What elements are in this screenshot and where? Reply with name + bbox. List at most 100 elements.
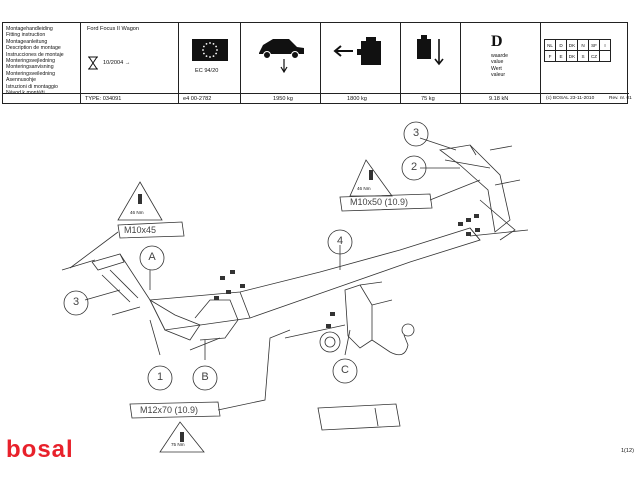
nut [220, 276, 225, 280]
nut [474, 214, 479, 218]
country-code: N [577, 39, 589, 51]
d-value: 9.18 kN [489, 96, 509, 102]
nut [458, 222, 463, 226]
instruction-line: Description de montage [6, 45, 61, 52]
car-icon [259, 39, 304, 74]
eu-star [209, 42, 211, 44]
type-number: TYPE: 034091 [85, 96, 122, 102]
tow-mass-cell: 1800 kg [321, 23, 401, 103]
wrench-icon-1 [138, 194, 142, 204]
bolt-label-2: M10x50 (10.9) [350, 197, 409, 207]
nut [226, 290, 231, 294]
bosal-logo: bosal [6, 436, 74, 463]
approval-cell: EC 94/20 e4 00-2782 [179, 23, 241, 103]
country-code: DK [566, 39, 578, 51]
instruction-line: Asennusohje [6, 77, 36, 84]
instruction-line: Instrucciones de montaje [6, 51, 64, 58]
d-term: value [491, 59, 504, 66]
nut [214, 296, 219, 300]
d-term: waarde [491, 53, 509, 59]
country-code: E [555, 50, 567, 62]
country-code: F [544, 50, 556, 62]
torque-label-3: 75 Nm [171, 442, 185, 447]
eu-star [212, 55, 215, 57]
vehicle-cell: Ford Focus II Wagon 10/2004 → TYPE: 0340… [81, 23, 179, 103]
country-code: I [599, 39, 611, 51]
eu-star [205, 43, 208, 45]
instruction-line: Monteringsveiledning [6, 70, 56, 77]
country-code: S [577, 50, 589, 62]
towed-weight-icon [333, 37, 381, 65]
eu-star [215, 45, 217, 48]
callout-label: 1 [156, 371, 164, 383]
tow-ball-neck [371, 334, 409, 356]
instruction-line: Montageanleitung [6, 38, 48, 45]
ball-mount [344, 284, 373, 349]
eu-flag-icon [192, 39, 228, 61]
nut [466, 232, 471, 236]
max-mass-value: 1950 kg [273, 96, 293, 102]
instruction-line: Monteringsvejledning [6, 58, 56, 65]
instruction-line: Montagehandleiding [6, 26, 53, 32]
callout-label: A [148, 251, 156, 263]
country-code: SF [588, 39, 600, 51]
callout-label: B [201, 371, 209, 383]
crossbar-tube [149, 227, 481, 331]
page-number: 1(12) [620, 448, 634, 454]
country-code: D [555, 39, 567, 51]
wrench-icon-3 [180, 432, 184, 442]
d-term: Wert [491, 65, 502, 72]
socket-plate [319, 331, 341, 353]
approval-label: EC 94/20 [195, 68, 219, 74]
eu-star [203, 52, 205, 55]
nut [326, 324, 331, 328]
country-code: NL [544, 39, 556, 51]
tow-mass-value: 1800 kg [347, 96, 367, 102]
callout-label: 3 [412, 127, 420, 139]
bolt-label-1: M10x45 [124, 225, 157, 235]
instruction-line: Istruzioni di montaggio [6, 83, 58, 90]
instruction-line: Fitting instruction [6, 32, 46, 39]
eu-star [215, 52, 217, 55]
nut [475, 228, 480, 232]
nut [240, 284, 245, 288]
arrow-right-icon: → [124, 60, 131, 66]
torque-label-2: 46 Nm [357, 186, 371, 191]
date-from: 10/2004 [103, 60, 124, 66]
country-code: DK [566, 50, 578, 62]
eu-star [212, 43, 215, 45]
tow-ball [401, 323, 415, 337]
vertical-load-value: 75 kg [421, 96, 435, 102]
callout-label: 3 [72, 296, 80, 308]
vertical-load-icon [417, 35, 444, 66]
eu-star [202, 49, 204, 51]
hourglass-icon [88, 56, 98, 70]
country-code [599, 50, 611, 62]
eu-star [203, 45, 205, 48]
country-code: CZ [588, 50, 600, 62]
nut [230, 270, 235, 274]
bolt-label-3: M12x70 (10.9) [140, 405, 199, 415]
revision: Rev. nr. 01 [609, 96, 632, 101]
left-bracket [91, 253, 201, 341]
torque-warning-icon-3 [159, 421, 205, 453]
wrench-icon-2 [369, 170, 373, 180]
right-bracket [439, 144, 511, 233]
nut [330, 312, 335, 316]
vertical-load-cell: 75 kg [401, 23, 461, 103]
instruction-line: Monteringsanvisning [6, 64, 54, 71]
label-plate [317, 403, 401, 431]
eu-star [216, 49, 218, 51]
vehicle-name: Ford Focus II Wagon [87, 26, 140, 32]
callout-label: 4 [336, 235, 344, 247]
d-letter: D [491, 33, 503, 50]
d-term: valeur [491, 72, 506, 79]
eu-star [205, 55, 208, 57]
